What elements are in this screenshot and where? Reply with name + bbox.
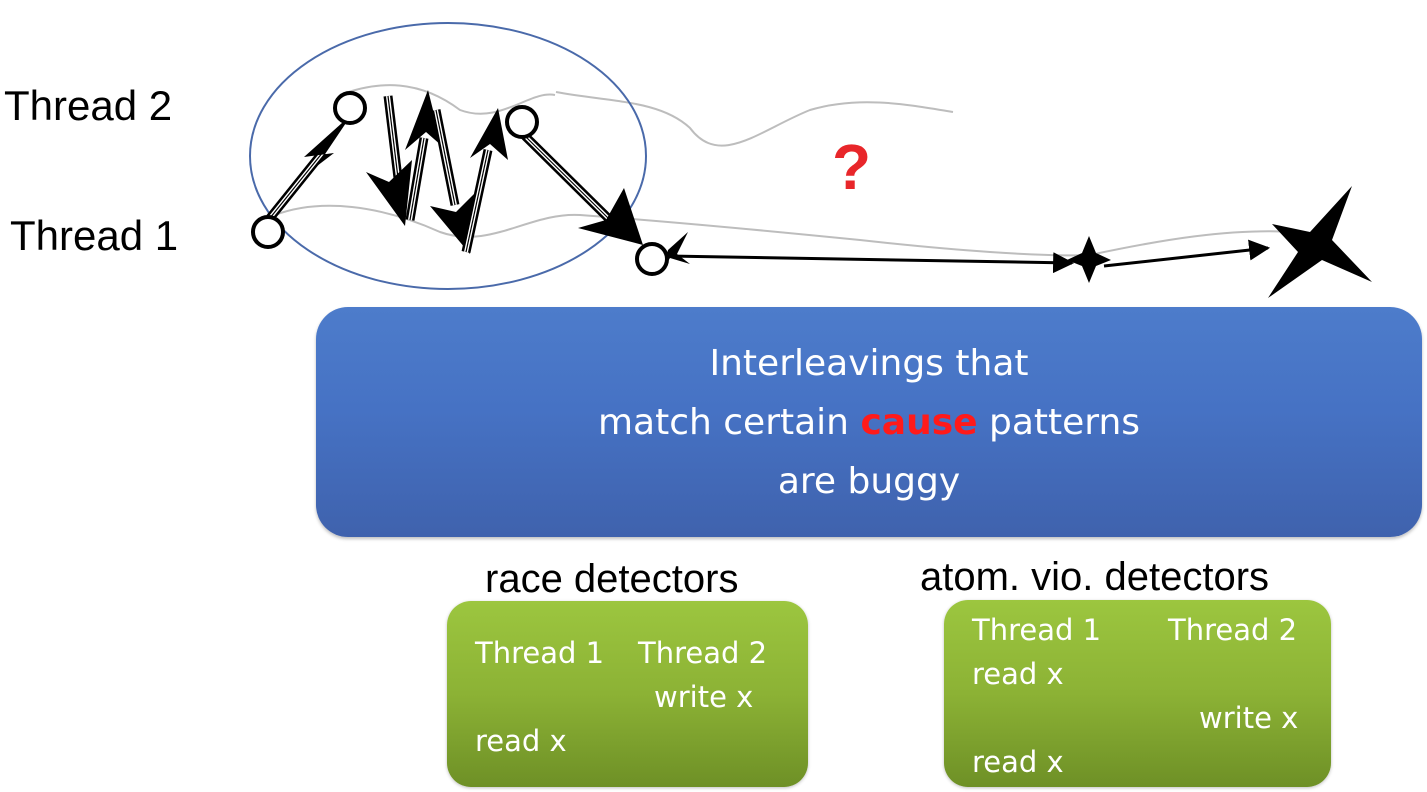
propagation-arrow-2	[1103, 239, 1271, 268]
propagation-arrow-1	[667, 252, 1075, 274]
cause-line-3: are buggy	[777, 460, 961, 502]
atom-detectors-title: atom. vio. detectors	[920, 555, 1270, 599]
race-read-op: read x	[475, 724, 567, 758]
medium-star-icon	[1067, 236, 1111, 283]
thread2-label: Thread 2	[4, 82, 173, 129]
cause-line-2-pre: match certain	[597, 401, 861, 443]
thread1-label: Thread 1	[10, 212, 179, 259]
cause-line-2: match certain cause patterns	[316, 393, 1422, 452]
atom-thread1-label: Thread 1	[972, 613, 1102, 647]
race-detectors-box: Thread 1 Thread 2 write x read x	[447, 601, 808, 787]
cause-pattern-box: Interleavings that match certain cause p…	[316, 307, 1422, 537]
atom-write-op: write x	[1199, 701, 1299, 735]
zigzag-arrow-6	[521, 132, 643, 245]
atom-read-op-2: read x	[972, 745, 1064, 779]
interleaving-diagram	[249, 22, 1372, 298]
thread2-trace-continued	[555, 91, 954, 147]
zigzag-arrow-3	[405, 90, 442, 221]
atom-detectors-box: Thread 1 Thread 2 read x write x read x	[944, 600, 1331, 787]
zigzag-arrow-2	[366, 95, 412, 226]
event-circle	[505, 105, 539, 139]
thread2-trace	[339, 84, 556, 115]
thread1-trace	[274, 204, 1296, 257]
cause-highlight: cause	[860, 401, 978, 443]
zigzag-arrow-1	[266, 114, 352, 221]
race-thread1-label: Thread 1	[475, 636, 605, 670]
race-write-op: write x	[654, 680, 754, 714]
zigzag-arrows	[266, 90, 643, 254]
failure-star-icon	[1268, 186, 1372, 298]
cause-line-1: Interleavings that	[709, 342, 1029, 384]
small-star-icon	[664, 232, 690, 268]
race-thread2-label: Thread 2	[638, 636, 768, 670]
question-mark: ?	[832, 131, 872, 203]
interleaving-region-ellipse	[249, 22, 647, 290]
event-circle	[251, 215, 285, 249]
race-detectors-title: race detectors	[485, 557, 739, 601]
zigzag-arrow-5	[461, 108, 508, 253]
cause-line-2-post: patterns	[977, 401, 1141, 443]
atom-thread2-label: Thread 2	[1168, 613, 1298, 647]
event-circle	[333, 91, 367, 125]
atom-read-op-1: read x	[972, 657, 1064, 691]
event-circle	[635, 242, 669, 276]
